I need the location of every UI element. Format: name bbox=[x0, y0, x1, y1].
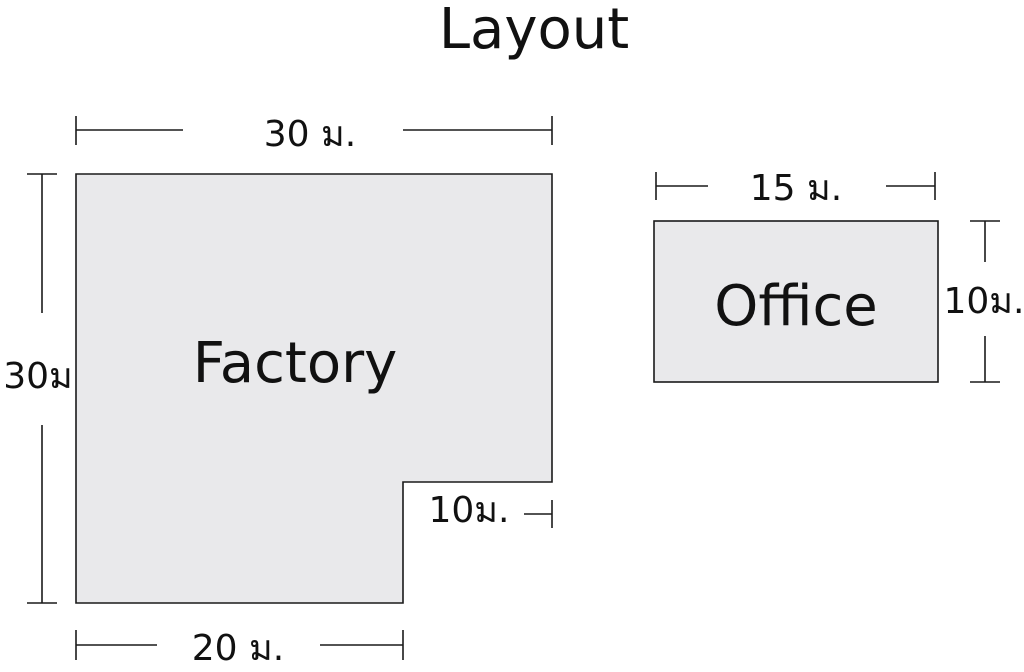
factory-left-dimension: 30ม bbox=[3, 173, 73, 604]
factory-top-dimension: 30 ม. bbox=[75, 114, 553, 155]
factory-bottom-dimension: 20 ม. bbox=[75, 628, 404, 669]
factory-notch-height-label: 10ม. bbox=[429, 490, 510, 531]
office-width-dimension: 15 ม. bbox=[655, 168, 936, 209]
factory-bottom-width-label: 20 ม. bbox=[192, 628, 284, 669]
factory-left-height-label: 30ม bbox=[3, 356, 73, 397]
factory-notch-dimension: 10ม. bbox=[429, 490, 553, 531]
factory-label: Factory bbox=[193, 331, 398, 396]
office-outline bbox=[653, 220, 939, 383]
office-label: Office bbox=[714, 274, 877, 339]
factory-top-width-label: 30 ม. bbox=[264, 114, 356, 155]
diagram-title: Layout bbox=[439, 0, 629, 62]
office-height-dimension: 10ม. bbox=[944, 220, 1024, 383]
office-width-label: 15 ม. bbox=[750, 168, 842, 209]
factory-outline bbox=[75, 173, 553, 604]
office-height-label: 10ม. bbox=[944, 281, 1024, 322]
